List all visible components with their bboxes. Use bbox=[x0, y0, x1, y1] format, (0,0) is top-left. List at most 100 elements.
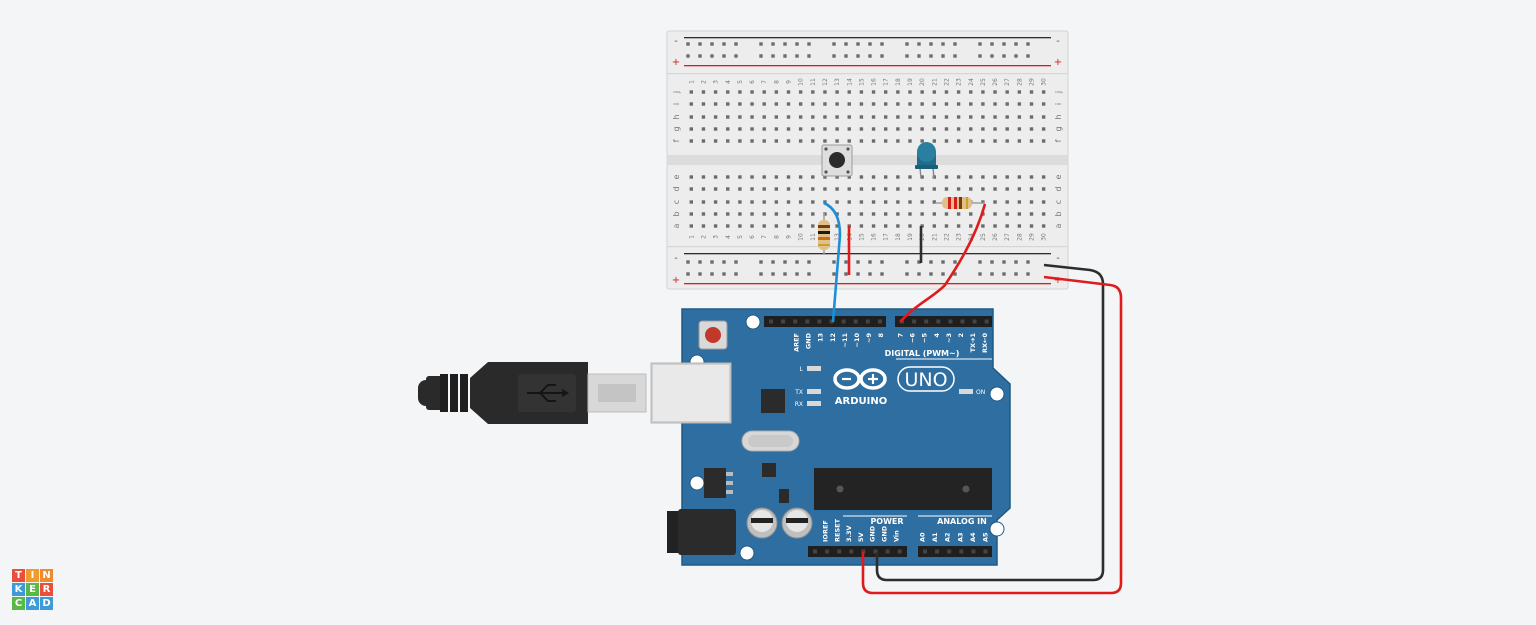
header-socket[interactable] bbox=[853, 319, 858, 324]
header-socket[interactable] bbox=[793, 319, 798, 324]
terminal-hole[interactable] bbox=[798, 139, 803, 143]
rail-hole[interactable] bbox=[832, 42, 836, 46]
terminal-hole[interactable] bbox=[689, 90, 693, 94]
rail-hole[interactable] bbox=[953, 42, 957, 46]
terminal-hole[interactable] bbox=[944, 90, 949, 94]
header-pin-sockets[interactable] bbox=[769, 319, 989, 554]
rail-hole[interactable] bbox=[953, 272, 957, 276]
rail-hole[interactable] bbox=[832, 54, 836, 58]
rail-hole[interactable] bbox=[917, 272, 921, 276]
terminal-hole[interactable] bbox=[786, 200, 791, 204]
terminal-hole[interactable] bbox=[956, 224, 961, 228]
rail-hole[interactable] bbox=[856, 272, 860, 276]
terminal-hole[interactable] bbox=[689, 224, 693, 228]
terminal-hole[interactable] bbox=[786, 115, 791, 119]
rail-hole[interactable] bbox=[868, 272, 872, 276]
rail-hole[interactable] bbox=[686, 260, 690, 264]
terminal-hole[interactable] bbox=[920, 115, 924, 119]
terminal-hole[interactable] bbox=[835, 127, 839, 131]
terminal-hole[interactable] bbox=[969, 115, 973, 119]
terminal-hole[interactable] bbox=[738, 200, 742, 204]
terminal-hole[interactable] bbox=[713, 115, 718, 119]
rail-hole[interactable] bbox=[941, 272, 945, 276]
terminal-hole[interactable] bbox=[993, 102, 997, 106]
terminal-hole[interactable] bbox=[738, 90, 742, 94]
terminal-hole[interactable] bbox=[774, 200, 779, 204]
terminal-hole[interactable] bbox=[1029, 224, 1034, 228]
terminal-hole[interactable] bbox=[701, 212, 706, 216]
rail-hole[interactable] bbox=[844, 272, 848, 276]
terminal-hole[interactable] bbox=[944, 187, 949, 191]
terminal-hole[interactable] bbox=[908, 139, 912, 143]
terminal-hole[interactable] bbox=[823, 200, 827, 204]
terminal-hole[interactable] bbox=[871, 187, 876, 191]
terminal-hole[interactable] bbox=[847, 175, 851, 179]
terminal-hole[interactable] bbox=[726, 212, 730, 216]
tinkercad-logo[interactable]: T I N K E R C A D bbox=[12, 569, 53, 610]
terminal-hole[interactable] bbox=[750, 187, 754, 191]
resistor-button[interactable] bbox=[818, 212, 830, 255]
header-socket[interactable] bbox=[829, 319, 834, 324]
terminal-hole[interactable] bbox=[1041, 187, 1046, 191]
terminal-hole[interactable] bbox=[908, 200, 912, 204]
terminal-hole[interactable] bbox=[884, 127, 888, 131]
rail-hole[interactable] bbox=[686, 42, 690, 46]
rail-hole[interactable] bbox=[734, 54, 738, 58]
terminal-hole[interactable] bbox=[859, 90, 864, 94]
rail-hole[interactable] bbox=[1026, 54, 1030, 58]
rail-hole[interactable] bbox=[1002, 272, 1006, 276]
rail-hole[interactable] bbox=[844, 54, 848, 58]
header-socket[interactable] bbox=[948, 319, 953, 324]
rail-hole[interactable] bbox=[1002, 260, 1006, 264]
rail-hole[interactable] bbox=[698, 42, 702, 46]
terminal-hole[interactable] bbox=[920, 187, 924, 191]
rail-hole[interactable] bbox=[1002, 54, 1006, 58]
terminal-hole[interactable] bbox=[871, 212, 876, 216]
terminal-hole[interactable] bbox=[896, 139, 900, 143]
terminal-hole[interactable] bbox=[823, 187, 827, 191]
rail-hole[interactable] bbox=[734, 260, 738, 264]
terminal-hole[interactable] bbox=[956, 102, 961, 106]
terminal-hole[interactable] bbox=[1041, 102, 1046, 106]
rail-hole[interactable] bbox=[990, 42, 994, 46]
header-socket[interactable] bbox=[897, 549, 902, 554]
terminal-hole[interactable] bbox=[1017, 200, 1022, 204]
terminal-hole[interactable] bbox=[750, 224, 754, 228]
terminal-hole[interactable] bbox=[1041, 139, 1046, 143]
terminal-hole[interactable] bbox=[823, 102, 827, 106]
terminal-hole[interactable] bbox=[944, 139, 949, 143]
terminal-hole[interactable] bbox=[835, 90, 839, 94]
rail-hole[interactable] bbox=[783, 42, 787, 46]
terminal-hole[interactable] bbox=[689, 175, 693, 179]
header-socket[interactable] bbox=[935, 549, 940, 554]
rail-hole[interactable] bbox=[795, 54, 799, 58]
terminal-hole[interactable] bbox=[1041, 175, 1046, 179]
terminal-hole[interactable] bbox=[798, 175, 803, 179]
rail-hole[interactable] bbox=[771, 272, 775, 276]
terminal-hole[interactable] bbox=[762, 139, 766, 143]
rail-hole[interactable] bbox=[1014, 42, 1018, 46]
terminal-hole[interactable] bbox=[774, 127, 779, 131]
terminal-hole[interactable] bbox=[738, 224, 742, 228]
terminal-hole[interactable] bbox=[884, 115, 888, 119]
terminal-hole[interactable] bbox=[859, 212, 864, 216]
header-socket[interactable] bbox=[984, 319, 989, 324]
terminal-hole[interactable] bbox=[847, 90, 851, 94]
terminal-hole[interactable] bbox=[726, 102, 730, 106]
terminal-hole[interactable] bbox=[750, 127, 754, 131]
rail-hole[interactable] bbox=[880, 272, 884, 276]
terminal-hole[interactable] bbox=[774, 102, 779, 106]
terminal-hole[interactable] bbox=[1041, 224, 1046, 228]
terminal-hole[interactable] bbox=[896, 127, 900, 131]
terminal-hole[interactable] bbox=[944, 127, 949, 131]
terminal-hole[interactable] bbox=[689, 127, 693, 131]
pushbutton-cap[interactable] bbox=[829, 152, 845, 168]
terminal-hole[interactable] bbox=[774, 90, 779, 94]
terminal-hole[interactable] bbox=[774, 139, 779, 143]
rail-hole[interactable] bbox=[722, 54, 726, 58]
rail-hole[interactable] bbox=[856, 260, 860, 264]
terminal-hole[interactable] bbox=[1005, 139, 1009, 143]
terminal-hole[interactable] bbox=[956, 115, 961, 119]
rail-hole[interactable] bbox=[807, 54, 811, 58]
terminal-hole[interactable] bbox=[762, 224, 766, 228]
